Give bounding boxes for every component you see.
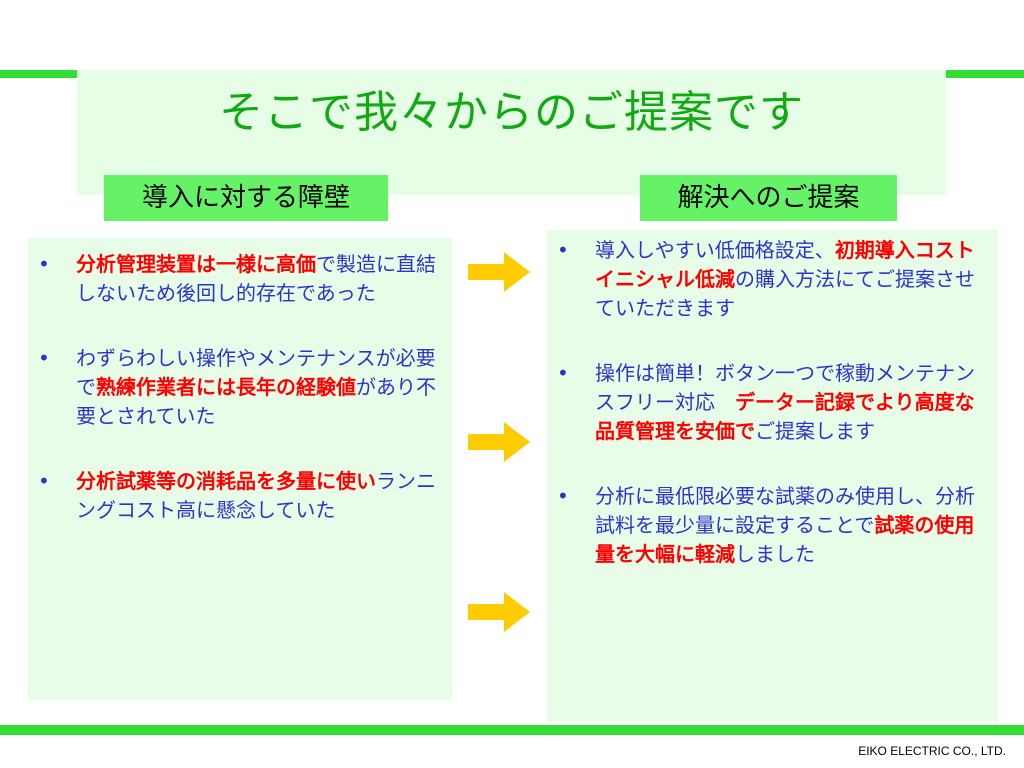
bullet-dot: •	[38, 346, 50, 370]
left-bullet-2-seg-3: があり不要とされていた	[76, 375, 436, 428]
left-panel: • 分析管理装置は一様に高価で製造に直結しないため後回し的存在であった • わず…	[28, 238, 452, 700]
slide-title: そこで我々からのご提案です	[219, 87, 804, 138]
right-bullet-3-seg-1: 分析に最低限必要な試薬のみ使用し、分析試料を最少量に設定することで	[595, 484, 975, 537]
right-bullet-2: • 操作は簡単！ボタン一つで稼動メンテナンスフリー対応 データー記録でより高度な…	[547, 359, 982, 446]
bullet-dot: •	[557, 484, 569, 508]
bullet-dot: •	[38, 252, 50, 276]
left-bullet-3-seg-1: 分析試薬等の消耗品を多量に使い	[76, 469, 376, 493]
right-bullet-1-seg-2: 初期導入コストイニシャル低減	[595, 238, 975, 291]
left-bullet-1-seg-1: 分析管理装置は一様に高価	[76, 252, 316, 276]
right-arrow-icon	[468, 422, 530, 462]
right-bullet-3-seg-3: しました	[735, 542, 815, 566]
right-bullet-1: • 導入しやすい低価格設定、初期導入コストイニシャル低減の購入方法にてご提案させ…	[547, 236, 982, 323]
left-bullet-2-seg-2: 熟練作業者には長年の経験値	[96, 375, 356, 399]
left-bullet-1: • 分析管理装置は一様に高価で製造に直結しないため後回し的存在であった	[28, 250, 444, 308]
right-bullet-1-seg-3: の購入方法にてご提案させていただきます	[595, 267, 975, 320]
title-box: そこで我々からのご提案です	[77, 70, 946, 195]
right-bullet-2-seg-3: ご提案します	[755, 419, 875, 443]
bullet-dot: •	[38, 469, 50, 493]
left-bullet-2: • わずらわしい操作やメンテナンスが必要で熟練作業者には長年の経験値があり不要と…	[28, 344, 444, 431]
footer-company: EIKO ELECTRIC CO., LTD.	[858, 744, 1006, 758]
right-bullet-3: • 分析に最低限必要な試薬のみ使用し、分析試料を最少量に設定することで試薬の使用…	[547, 482, 982, 569]
right-arrow-icon	[468, 252, 530, 292]
right-bullet-2-seg-2: データー記録でより高度な品質管理を安価で	[595, 390, 975, 443]
left-bullet-1-seg-2: で製造に直結しないため後回し的存在であった	[76, 252, 436, 305]
right-section-label: 解決へのご提案	[640, 175, 897, 221]
left-bullet-3: • 分析試薬等の消耗品を多量に使いランニングコスト高に懸念していた	[28, 467, 444, 525]
left-bullet-2-seg-1: わずらわしい操作やメンテナンスが必要で	[76, 346, 436, 399]
bottom-accent-bar	[0, 725, 1024, 735]
right-arrow-icon	[468, 592, 530, 632]
left-section-label: 導入に対する障壁	[104, 175, 388, 221]
right-bullet-1-seg-1: 導入しやすい低価格設定、	[595, 238, 835, 262]
left-bullet-3-seg-2: ランニングコスト高に懸念していた	[76, 469, 436, 522]
right-bullet-2-seg-1: 操作は簡単！ボタン一つで稼動メンテナンスフリー対応	[595, 361, 975, 414]
right-bullet-3-seg-2: 試薬の使用量を大幅に軽減	[595, 513, 975, 566]
right-panel: • 導入しやすい低価格設定、初期導入コストイニシャル低減の購入方法にてご提案させ…	[547, 230, 998, 722]
bullet-dot: •	[557, 361, 569, 385]
bullet-dot: •	[557, 238, 569, 262]
